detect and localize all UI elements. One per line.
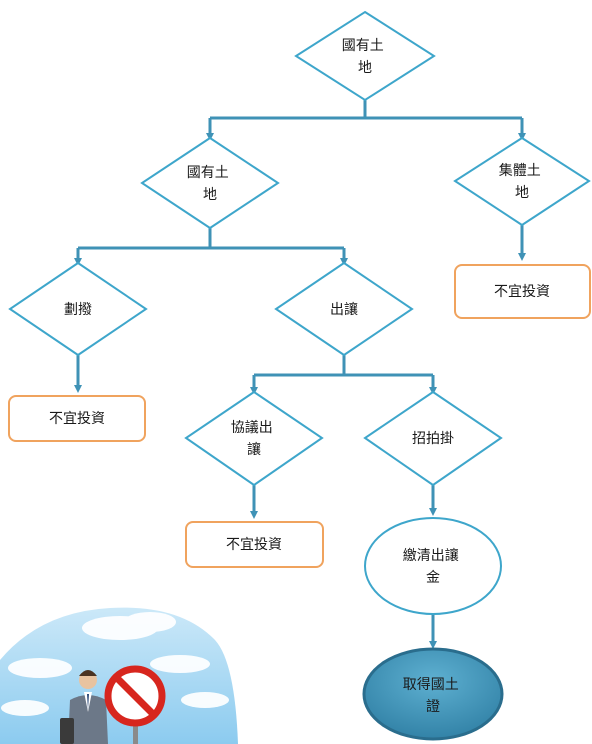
label-transfer: 出讓 — [330, 301, 358, 318]
no-entry-sign-icon — [104, 665, 166, 744]
box-no-invest-allocation — [8, 395, 146, 442]
outcome-boxes — [8, 264, 591, 568]
clouds — [1, 612, 229, 716]
businessman-no-entry-illustration — [0, 607, 238, 744]
node-state-diamond — [140, 136, 280, 230]
node-root-diamond — [294, 10, 436, 102]
node-pay-fee-ellipse — [364, 517, 502, 615]
businessman — [60, 670, 108, 744]
box-no-invest-collective — [454, 264, 591, 319]
connectors — [74, 100, 526, 649]
node-get-cert-ellipse — [362, 647, 504, 741]
label-get-cert: 取得國土 證 — [403, 676, 463, 715]
label-collective: 集體土 地 — [499, 162, 545, 201]
node-allocation-diamond — [8, 261, 148, 357]
node-collective-diamond — [453, 136, 591, 227]
label-negotiated: 協議出 讓 — [231, 419, 277, 458]
label-auction: 招拍掛 — [412, 431, 454, 447]
label-allocation: 劃撥 — [64, 302, 92, 318]
label-state: 國有土 地 — [187, 165, 233, 203]
node-transfer-diamond — [274, 261, 414, 357]
labels: 國有土 地 國有土 地 集體土 地 劃撥 出讓 協議出 讓 招拍掛 不宜投資 不… — [49, 38, 550, 715]
decision-nodes — [8, 10, 591, 487]
label-no-invest-negotiated: 不宜投資 — [226, 537, 282, 553]
node-negotiated-diamond — [184, 390, 324, 487]
label-root: 國有土 地 — [342, 38, 388, 76]
label-pay-fee: 繳清出讓 金 — [403, 547, 463, 586]
label-no-invest-allocation: 不宜投資 — [49, 411, 105, 427]
node-auction-diamond — [363, 390, 503, 487]
label-no-invest-collective: 不宜投資 — [494, 284, 550, 300]
box-no-invest-negotiated — [185, 521, 324, 568]
